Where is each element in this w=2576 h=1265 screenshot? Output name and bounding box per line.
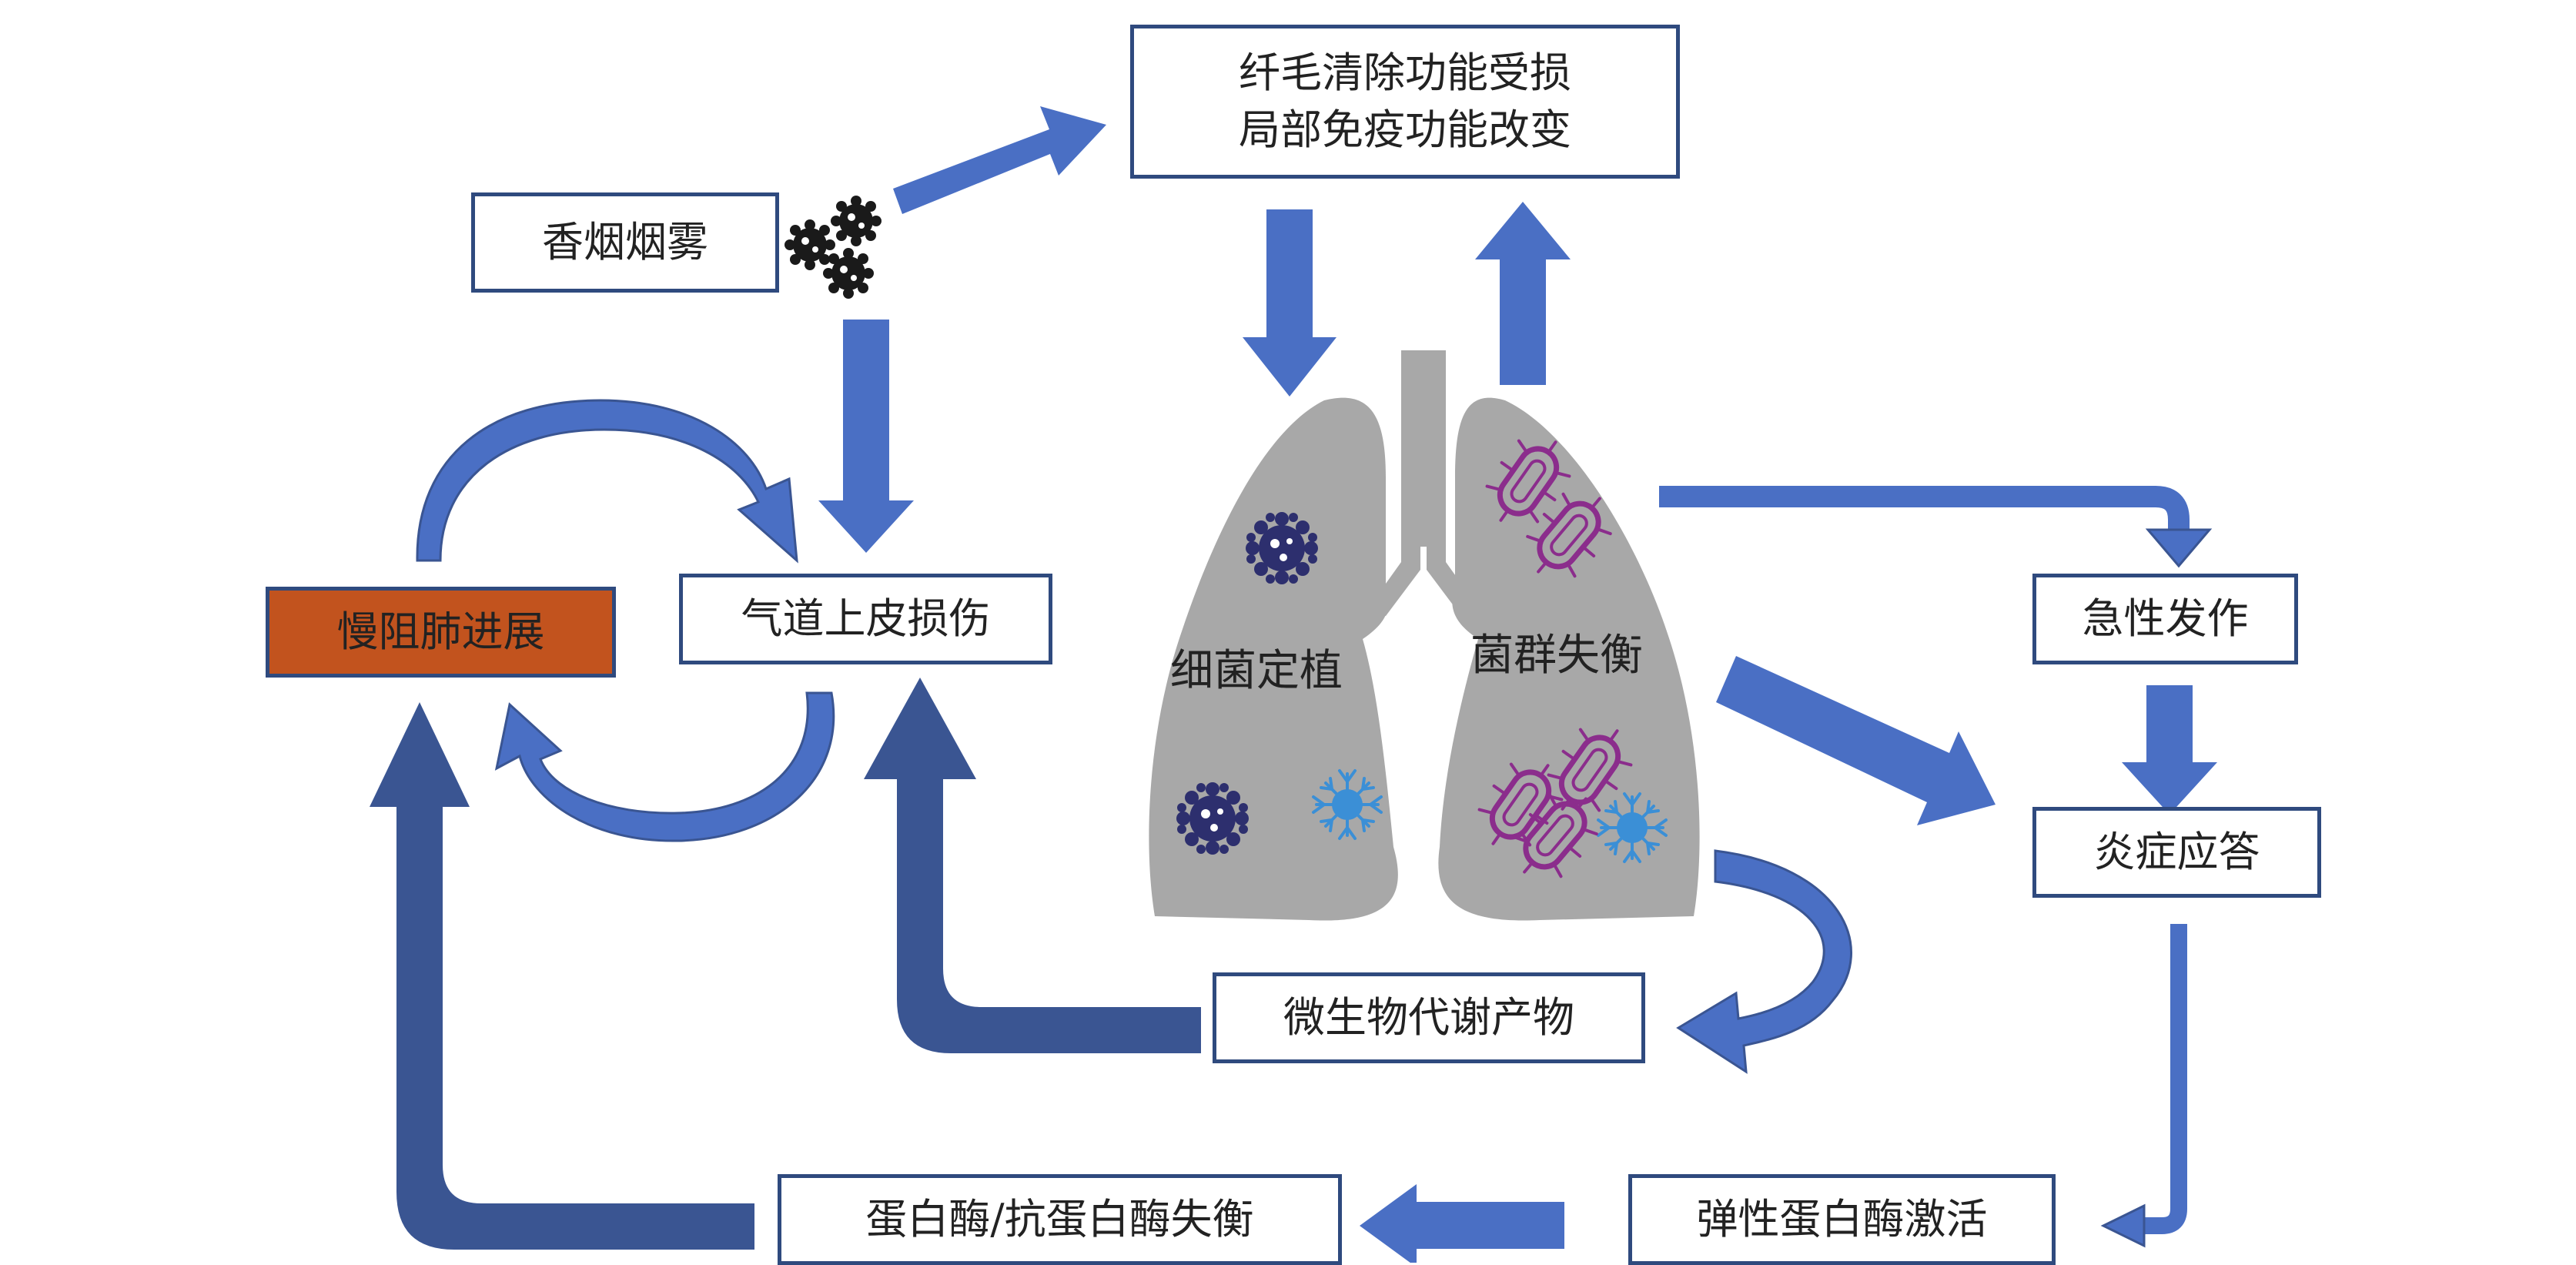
elastase-box: 弹性蛋白酶激活: [1628, 1174, 2056, 1265]
coccus-bacteria-icon: [1176, 782, 1249, 855]
arrow-smoke-to-cilia: [893, 106, 1106, 214]
copd-progress-box: 慢阻肺进展: [266, 587, 616, 678]
airway-injury-label: 气道上皮损伤: [741, 594, 991, 643]
coccus-bacteria-icon: [1246, 512, 1318, 584]
arrow-cilia-to-lung: [1243, 209, 1337, 397]
arrow-smoke-to-airway: [818, 320, 914, 553]
cilia-line-2: 局部免疫功能改变: [1239, 105, 1571, 154]
airway-injury-box: 气道上皮损伤: [679, 574, 1052, 664]
smoke-particle-icon: [831, 196, 882, 246]
smoke-particle-icon: [823, 248, 874, 299]
metabolites-box: 微生物代谢产物: [1213, 972, 1645, 1063]
arrow-elastase-to-balance: [1360, 1184, 1564, 1263]
inflammation-label: 炎症应答: [2093, 828, 2260, 876]
arrow-lung-to-acute: [1659, 486, 2190, 531]
arrow-inflammation-to-elastase-head: [2100, 1203, 2146, 1248]
elastase-label: 弹性蛋白酶激活: [1696, 1195, 1988, 1243]
smoke-particles: [785, 196, 882, 299]
protease-balance-box: 蛋白酶/抗蛋白酶失衡: [778, 1174, 1342, 1265]
arrow-lung-to-cilia: [1475, 202, 1571, 385]
acute-attack-box: 急性发作: [2032, 574, 2298, 664]
inflammation-box: 炎症应答: [2032, 807, 2321, 898]
smoke-label: 香烟烟雾: [542, 218, 708, 266]
arrow-lung-to-metabolites: [1676, 849, 1852, 1074]
smoke-box: 香烟烟雾: [471, 192, 779, 293]
arrow-balance-to-copd: [370, 702, 754, 1250]
arrow-lung-to-inflammation: [1716, 656, 1996, 825]
left-lung-label: 细菌定植: [1170, 646, 1343, 696]
copd-progress-label: 慢阻肺进展: [336, 607, 545, 656]
arrow-metabolites-to-airway: [864, 678, 1201, 1053]
arrows-dark: [370, 678, 1201, 1250]
lungs-illustration: 细菌定植 菌群失衡: [1149, 350, 1700, 921]
arrow-copd-to-airway-loop: [416, 399, 798, 564]
arrow-acute-to-inflammation: [2122, 685, 2217, 815]
arrow-airway-to-copd-loop: [494, 691, 835, 842]
protease-balance-label: 蛋白酶/抗蛋白酶失衡: [865, 1195, 1254, 1243]
smoke-particle-icon: [785, 219, 835, 270]
cilia-immune-box: 纤毛清除功能受损 局部免疫功能改变: [1130, 25, 1680, 179]
right-lung-label: 菌群失衡: [1470, 631, 1643, 681]
arrow-lung-to-acute-head: [2145, 528, 2213, 568]
right-lung: [1438, 397, 1700, 921]
metabolites-label: 微生物代谢产物: [1283, 993, 1574, 1042]
trachea: [1401, 350, 1446, 547]
arrow-inflammation-to-elastase: [2142, 924, 2187, 1234]
cilia-line-1: 纤毛清除功能受损: [1239, 49, 1571, 97]
acute-attack-label: 急性发作: [2082, 594, 2249, 643]
arrows-light: [818, 106, 2217, 1263]
